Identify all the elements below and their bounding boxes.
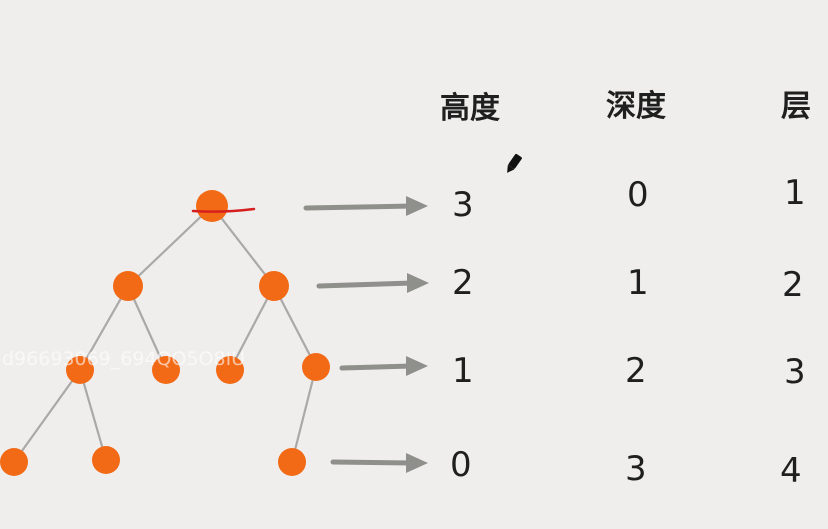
edge — [211, 205, 275, 287]
height-value-row-1: 3 — [452, 185, 474, 225]
tree-node — [113, 271, 143, 301]
edge — [229, 285, 275, 371]
edge — [79, 285, 129, 371]
arrow-level-4 — [330, 453, 428, 473]
header-height: 高度 — [440, 91, 500, 126]
height-value-row-2: 2 — [452, 263, 474, 303]
level-value-row-3: 3 — [784, 352, 806, 392]
edge — [78, 369, 108, 461]
edge — [127, 205, 213, 287]
tree-node — [278, 448, 306, 476]
depth-value-row-4: 3 — [625, 449, 647, 489]
height-value-row-3: 1 — [452, 351, 474, 391]
edge — [126, 285, 168, 371]
tree-nodes — [0, 190, 330, 476]
level-value-row-1: 1 — [784, 173, 806, 213]
level-arrows — [303, 196, 429, 473]
header-depth: 深度 — [606, 89, 666, 124]
level-value-row-4: 4 — [780, 451, 802, 491]
pen-cursor-icon — [507, 153, 522, 173]
tree-node-root — [196, 190, 228, 222]
tree-node — [216, 356, 244, 384]
arrow-level-2 — [316, 273, 429, 293]
tree-node — [152, 356, 180, 384]
depth-value-row-2: 1 — [627, 263, 649, 303]
arrow-level-1 — [303, 196, 428, 216]
depth-value-row-3: 2 — [625, 351, 647, 391]
tree-node — [302, 353, 330, 381]
watermark-text: d96693069_694QO5O8IU — [2, 348, 245, 370]
level-value-row-2: 2 — [782, 265, 804, 305]
root-highlight-mark — [191, 207, 256, 213]
arrow-level-3 — [339, 356, 428, 376]
tree-node — [259, 271, 289, 301]
edge — [273, 285, 317, 368]
edge — [13, 369, 81, 463]
height-value-row-4: 0 — [450, 445, 472, 485]
tree-edges — [13, 205, 318, 463]
tree-node — [66, 356, 94, 384]
edge — [290, 366, 318, 463]
depth-value-row-1: 0 — [627, 175, 649, 215]
tree-node — [0, 448, 28, 476]
tree-node — [92, 446, 120, 474]
header-level: 层 — [781, 89, 811, 124]
